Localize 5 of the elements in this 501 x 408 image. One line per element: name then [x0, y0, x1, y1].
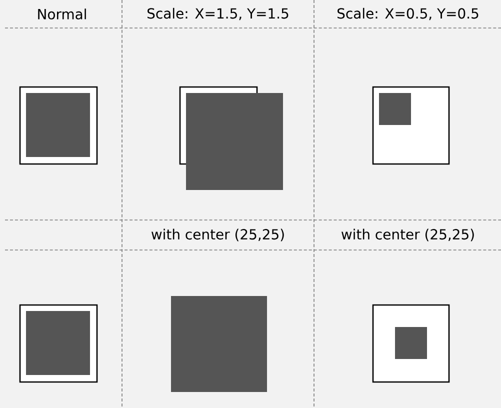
header-label: with center (25,25) [342, 228, 474, 242]
header-label: with center (25,25) [152, 228, 284, 242]
header-label: Scale: X=1.5, Y=1.5 [148, 8, 288, 20]
header-label: Scale: X=0.5, Y=0.5 [338, 8, 478, 20]
header-label: Normal [38, 8, 86, 20]
